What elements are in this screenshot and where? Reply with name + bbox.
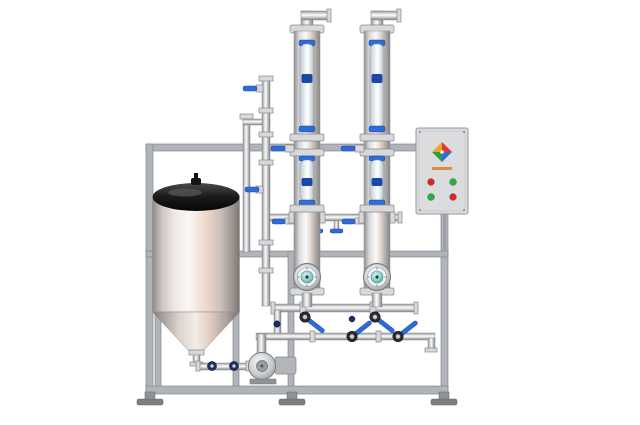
tank-cone — [151, 311, 241, 352]
drain-knob — [273, 320, 281, 328]
membrane-column-2 — [340, 8, 402, 308]
indicator-light-red-bottom — [449, 193, 457, 201]
drain-knob — [348, 315, 356, 323]
sample-valve-handle — [242, 85, 258, 92]
rear-piping — [239, 75, 403, 307]
flow-gauge-1 — [292, 262, 322, 292]
sample-valve-handle — [244, 186, 260, 193]
indicator-light-green-bottom — [427, 193, 435, 201]
column-butterfly-valve-2 — [369, 311, 396, 334]
riser-pipe-a — [242, 117, 251, 253]
pump-motor — [274, 356, 297, 375]
return-pipe — [255, 332, 436, 341]
brand-wordmark — [432, 167, 452, 170]
tank-outlet-valve — [207, 361, 217, 371]
indicator-light-red-top — [427, 178, 435, 186]
tank-shell — [152, 196, 240, 313]
tank-dome — [152, 183, 240, 211]
butterfly-valve — [391, 315, 420, 346]
panel-enclosure — [415, 127, 469, 215]
flow-gauge-2 — [362, 262, 392, 292]
panel-conduit — [443, 214, 446, 252]
pump — [248, 333, 297, 385]
control-panel — [415, 127, 469, 215]
permeate-manifold — [271, 303, 419, 313]
tank-vent — [191, 178, 201, 185]
column-butterfly-valve-1 — [299, 311, 326, 334]
transfer-pipe-flanges — [288, 211, 396, 224]
feed-tank — [151, 173, 241, 367]
indicator-light-green-top — [449, 178, 457, 186]
membrane-column-1 — [270, 8, 332, 308]
tank-outlet-valve — [229, 361, 239, 371]
brand-logo — [432, 142, 452, 170]
bottom-piping — [195, 301, 438, 385]
